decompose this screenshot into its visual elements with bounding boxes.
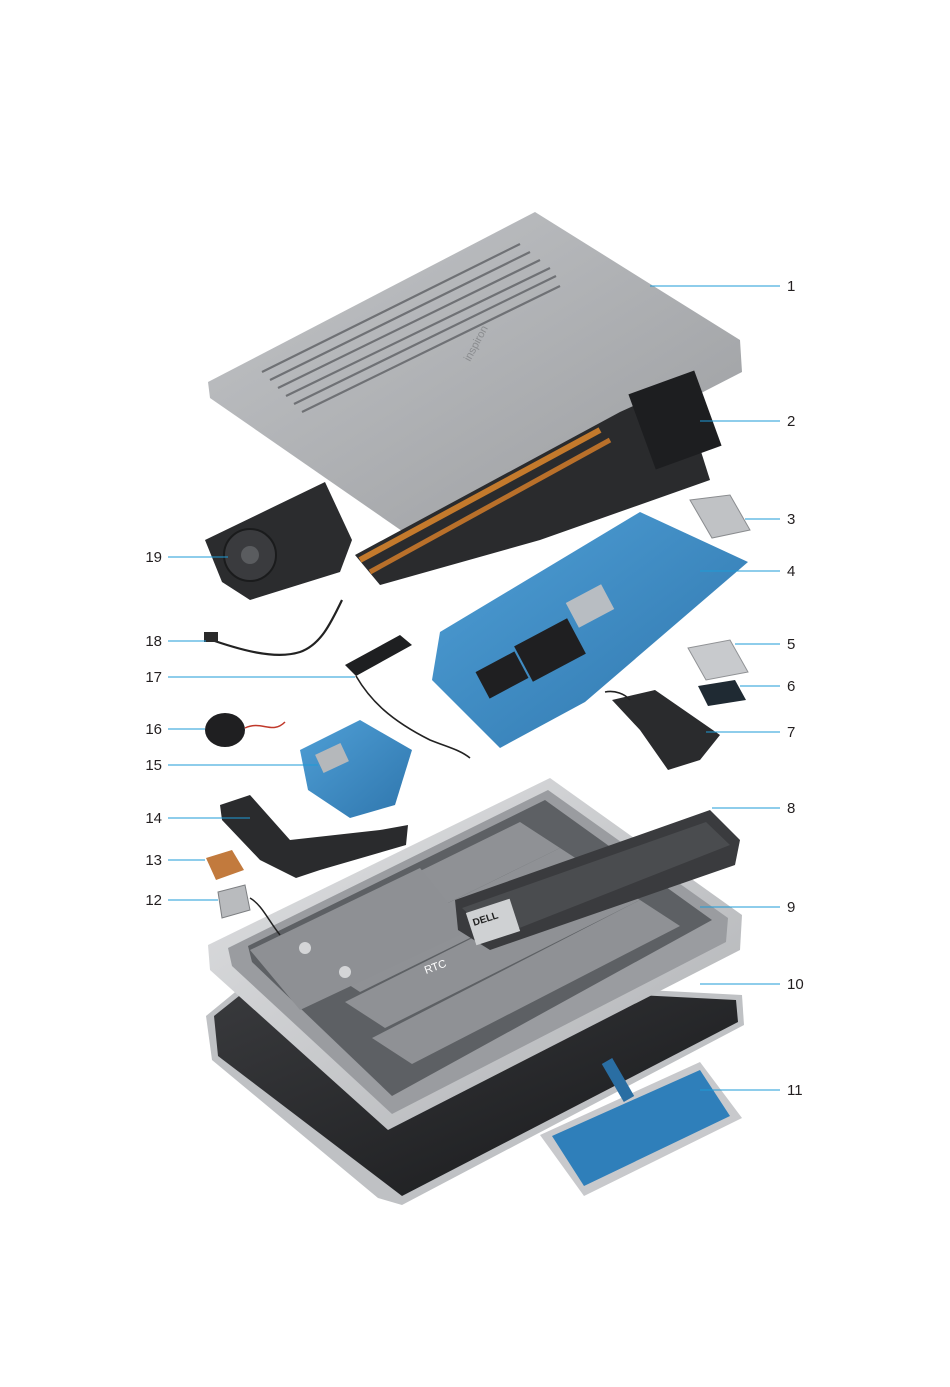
callout-11: 11 [787,1082,803,1099]
callout-16: 16 [145,721,162,738]
solid-state-drive [698,680,746,706]
callout-8: 8 [787,800,795,817]
callout-14: 14 [145,810,162,827]
ssd-thermal-shield [688,640,748,680]
callout-5: 5 [787,636,795,653]
callout-9: 9 [787,899,795,916]
callout-3: 3 [787,511,795,528]
thermal-bracket [206,850,244,880]
callout-19: 19 [145,549,162,566]
callout-13: 13 [145,852,162,869]
right-speaker [605,690,720,770]
callout-15: 15 [145,757,162,774]
callout-17: 17 [145,669,162,686]
callout-18: 18 [145,633,162,650]
io-board [300,720,412,818]
callout-10: 10 [787,976,804,993]
callout-7: 7 [787,724,795,741]
system-fan [205,482,352,600]
callout-12: 12 [145,892,162,909]
fan-cable [204,600,342,655]
usb-typec-bracket [690,495,750,538]
callout-4: 4 [787,563,795,580]
callout-6: 6 [787,678,795,695]
callout-2: 2 [787,413,795,430]
callout-1: 1 [787,278,795,295]
coin-cell-battery [205,713,285,747]
